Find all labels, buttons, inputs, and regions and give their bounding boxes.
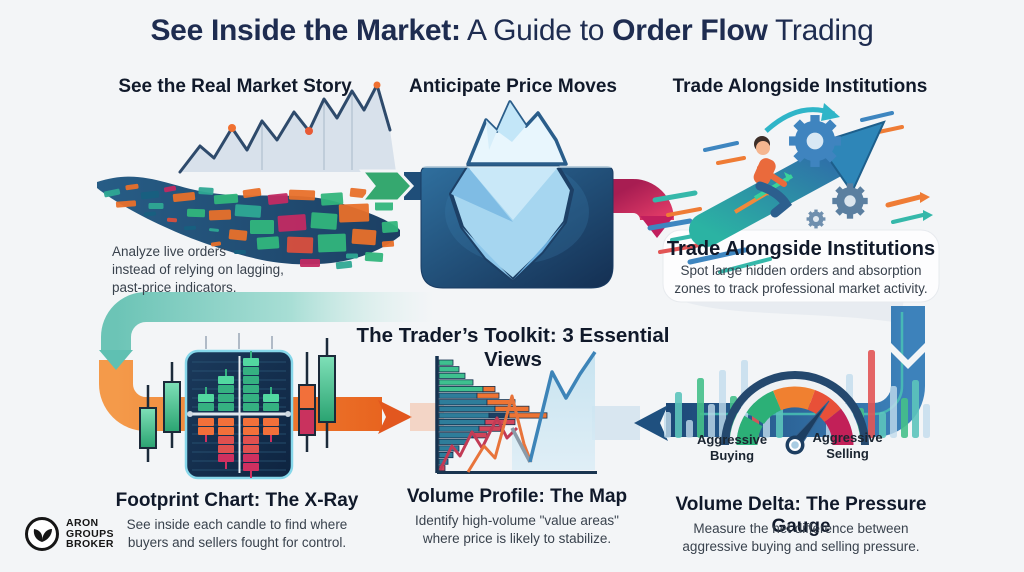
volume-profile-illustration xyxy=(435,351,597,474)
caption-line: aggressive buying and selling pressure. xyxy=(682,539,920,555)
price-line-blue xyxy=(528,351,597,463)
title-normal-2: Trading xyxy=(767,14,874,47)
flow-band-pink xyxy=(613,179,674,238)
caption-line: Identify high-volume "value areas" xyxy=(415,513,619,528)
institutions-caption-card xyxy=(662,229,940,323)
flow-arrow-left-blue xyxy=(634,405,668,441)
gauge-zone-red xyxy=(807,390,842,423)
footprint-illustration xyxy=(139,333,336,480)
caption-line: past-price indicators. xyxy=(112,280,237,296)
gauge-zone-orange xyxy=(773,386,815,411)
caption-line: Measure the net difference between xyxy=(693,521,909,536)
brand-logo: ARON GROUPS BROKER xyxy=(24,516,114,552)
logo-leaf-icon xyxy=(25,517,59,551)
caption-line: zones to track professional market activ… xyxy=(674,281,928,297)
logo-text: ARON GROUPS BROKER xyxy=(66,518,114,550)
speed-dashes xyxy=(647,111,933,274)
page-title: See Inside the Market: A Guide to Order … xyxy=(0,14,1024,48)
footprint-bars xyxy=(198,351,279,478)
institutions-caption: Spot large hidden orders and absorption … xyxy=(655,262,947,298)
volume-profile-heading: Volume Profile: The Map xyxy=(406,486,628,507)
caption-line: instead of relying on lagging, xyxy=(112,262,284,278)
logo-line: BROKER xyxy=(66,538,114,551)
title-normal-1: A Guide to xyxy=(460,14,613,47)
caption-line: buyers and sellers fought for control. xyxy=(127,535,347,551)
market-story-caption: Analyze live orders instead of relying o… xyxy=(112,243,284,297)
iceberg-illustration xyxy=(358,100,614,289)
flow-arrow-right-orange xyxy=(378,400,412,434)
flow-chevron-down-teal xyxy=(99,350,133,370)
pressure-gauge xyxy=(721,371,869,455)
footprint-heading: Footprint Chart: The X-Ray xyxy=(115,490,359,511)
volume-profile-caption: Identify high-volume "value areas" where… xyxy=(377,512,657,548)
logo-line: ARON xyxy=(66,517,99,530)
caption-line: Analyze live orders xyxy=(112,244,227,259)
order-flow-blocks xyxy=(103,183,399,270)
section-heading-market-story: See the Real Market Story xyxy=(118,76,352,97)
gauge-zone-crimson xyxy=(824,408,854,446)
institutions-card-heading: Trade Alongside Institutions xyxy=(666,238,936,260)
logo-line: GROUPS xyxy=(66,527,114,540)
delta-line-orange xyxy=(466,394,533,473)
volume-delta-caption: Measure the net difference between aggre… xyxy=(648,520,954,556)
flow-arrow-right-green xyxy=(358,169,415,203)
toolkit-heading: The Trader’s Toolkit: 3 Essential Views xyxy=(356,324,670,371)
section-heading-anticipate: Anticipate Price Moves xyxy=(408,76,618,97)
candlesticks xyxy=(139,338,336,462)
flow-chevron-down-blue-gap xyxy=(891,343,925,369)
gauge-zone-green xyxy=(736,415,763,446)
price-line-chart xyxy=(178,81,396,174)
gears-icon xyxy=(789,115,868,229)
person-on-arrow xyxy=(753,136,793,218)
market-story-illustration xyxy=(97,81,400,270)
caption-line: Spot large hidden orders and absorption xyxy=(680,263,922,278)
footprint-caption: See inside each candle to find where buy… xyxy=(87,516,387,552)
volume-delta-illustration xyxy=(664,350,930,455)
section-heading-institutions: Trade Alongside Institutions xyxy=(672,76,928,97)
gauge-label-aggressive-buying: Aggressive Buying xyxy=(696,432,768,464)
volume-delta-heading: Volume Delta: The Pressure Gauge xyxy=(675,494,927,537)
caption-line: where price is likely to stabilize. xyxy=(422,531,612,547)
institutions-illustration xyxy=(647,103,933,274)
title-bold-1: See Inside the Market: xyxy=(150,14,461,47)
caption-line: See inside each candle to find where xyxy=(126,517,348,532)
title-bold-2: Order Flow xyxy=(612,14,768,47)
iceberg-icon xyxy=(423,100,611,282)
gauge-label-aggressive-selling: Aggressive Selling xyxy=(812,430,883,462)
delta-line-red xyxy=(438,416,519,471)
